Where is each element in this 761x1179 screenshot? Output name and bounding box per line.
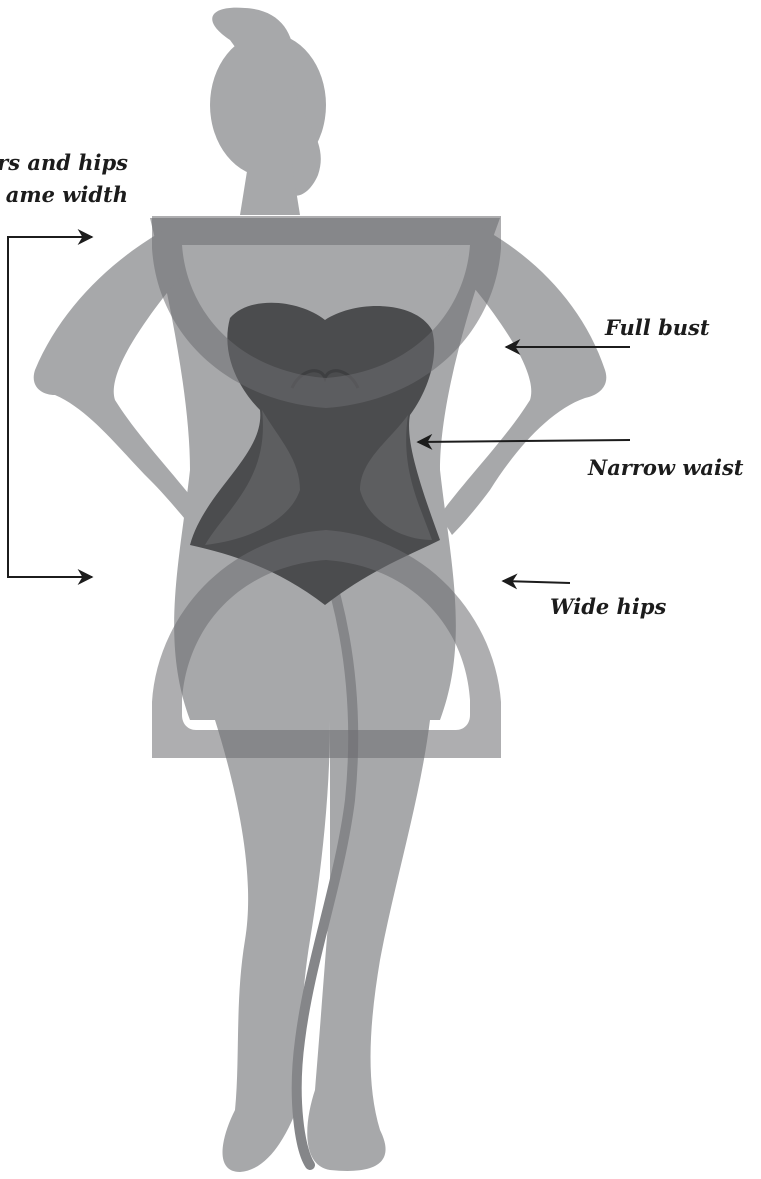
wide-hips-label: Wide hips <box>550 596 666 617</box>
narrow-waist-arrow <box>418 440 630 442</box>
neck <box>240 165 300 215</box>
narrow-waist-label: Narrow waist <box>588 457 744 478</box>
shoulders-hips-label-line2: ame width <box>6 184 128 205</box>
shoulders-hips-label-line1: rs and hips <box>0 152 128 173</box>
wide-hips-arrow <box>503 581 570 583</box>
full-bust-label: Full bust <box>605 317 710 338</box>
